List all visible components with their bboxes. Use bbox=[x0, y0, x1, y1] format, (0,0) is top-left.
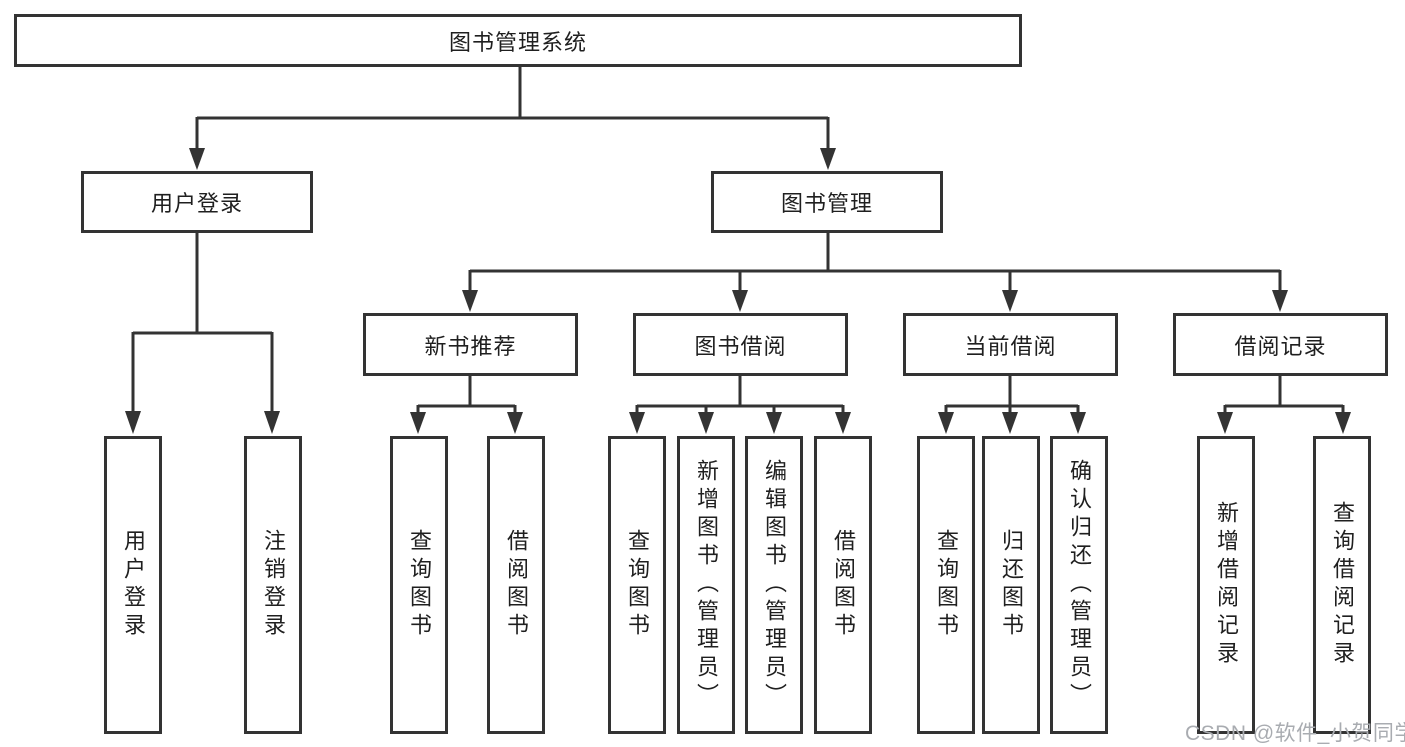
leaf-query-books-borrow: 查询图书 bbox=[608, 436, 666, 734]
leaf-query-borrow-record: 查询借阅记录 bbox=[1313, 436, 1371, 734]
node-user-login-label: 用户登录 bbox=[150, 191, 243, 216]
connector-current-borrow-to-leaves bbox=[938, 376, 1086, 434]
connector-new-book-to-leaves bbox=[410, 376, 523, 434]
node-root: 图书管理系统 bbox=[14, 14, 1022, 67]
leaf-return-book-label: 归还图书 bbox=[999, 529, 1024, 641]
node-current-borrow: 当前借阅 bbox=[903, 313, 1118, 376]
leaf-confirm-return-admin-label: 确认归还（管理员） bbox=[1067, 459, 1092, 711]
leaf-add-borrow-record: 新增借阅记录 bbox=[1197, 436, 1255, 734]
connector-user-login-to-leaves bbox=[125, 232, 280, 434]
connector-book-borrow-to-leaves bbox=[629, 376, 851, 434]
leaf-add-book-admin: 新增图书（管理员） bbox=[677, 436, 735, 734]
node-book-borrow-label: 图书借阅 bbox=[694, 333, 787, 359]
node-borrow-records-label: 借阅记录 bbox=[1234, 333, 1327, 359]
node-book-borrow: 图书借阅 bbox=[633, 313, 848, 376]
csdn-watermark: CSDN @软件_小贺同学 bbox=[1185, 722, 1405, 745]
leaf-add-borrow-record-label: 新增借阅记录 bbox=[1214, 501, 1239, 669]
node-book-management-label: 图书管理 bbox=[780, 191, 873, 216]
leaf-user-login: 用户登录 bbox=[104, 436, 162, 734]
leaf-query-books-current: 查询图书 bbox=[917, 436, 975, 734]
leaf-query-books-recommend: 查询图书 bbox=[390, 436, 448, 734]
node-new-book-recommend-label: 新书推荐 bbox=[424, 333, 517, 359]
leaf-borrow-books-recommend: 借阅图书 bbox=[487, 436, 545, 734]
node-user-login: 用户登录 bbox=[81, 171, 313, 233]
connector-borrow-records-to-leaves bbox=[1217, 376, 1351, 434]
leaf-query-books-recommend-label: 查询图书 bbox=[407, 529, 432, 641]
leaf-add-book-admin-label: 新增图书（管理员） bbox=[694, 459, 719, 711]
leaf-logout: 注销登录 bbox=[244, 436, 302, 734]
leaf-borrow-books-recommend-label: 借阅图书 bbox=[504, 529, 529, 641]
leaf-edit-book-admin: 编辑图书（管理员） bbox=[745, 436, 803, 734]
leaf-confirm-return-admin: 确认归还（管理员） bbox=[1050, 436, 1108, 734]
connector-book-management-to-level3 bbox=[462, 232, 1288, 312]
node-root-label: 图书管理系统 bbox=[448, 29, 587, 55]
leaf-return-book: 归还图书 bbox=[982, 436, 1040, 734]
leaf-borrow-books: 借阅图书 bbox=[814, 436, 872, 734]
node-book-management: 图书管理 bbox=[711, 171, 943, 233]
leaf-query-books-borrow-label: 查询图书 bbox=[625, 529, 650, 641]
leaf-query-books-current-label: 查询图书 bbox=[934, 529, 959, 641]
leaf-edit-book-admin-label: 编辑图书（管理员） bbox=[762, 459, 787, 711]
leaf-borrow-books-label: 借阅图书 bbox=[831, 529, 856, 641]
leaf-logout-label: 注销登录 bbox=[261, 529, 286, 641]
connector-root-to-level2 bbox=[189, 65, 836, 170]
leaf-query-borrow-record-label: 查询借阅记录 bbox=[1330, 501, 1355, 669]
node-current-borrow-label: 当前借阅 bbox=[964, 333, 1057, 359]
node-new-book-recommend: 新书推荐 bbox=[363, 313, 578, 376]
node-borrow-records: 借阅记录 bbox=[1173, 313, 1388, 376]
leaf-user-login-label: 用户登录 bbox=[121, 529, 146, 641]
